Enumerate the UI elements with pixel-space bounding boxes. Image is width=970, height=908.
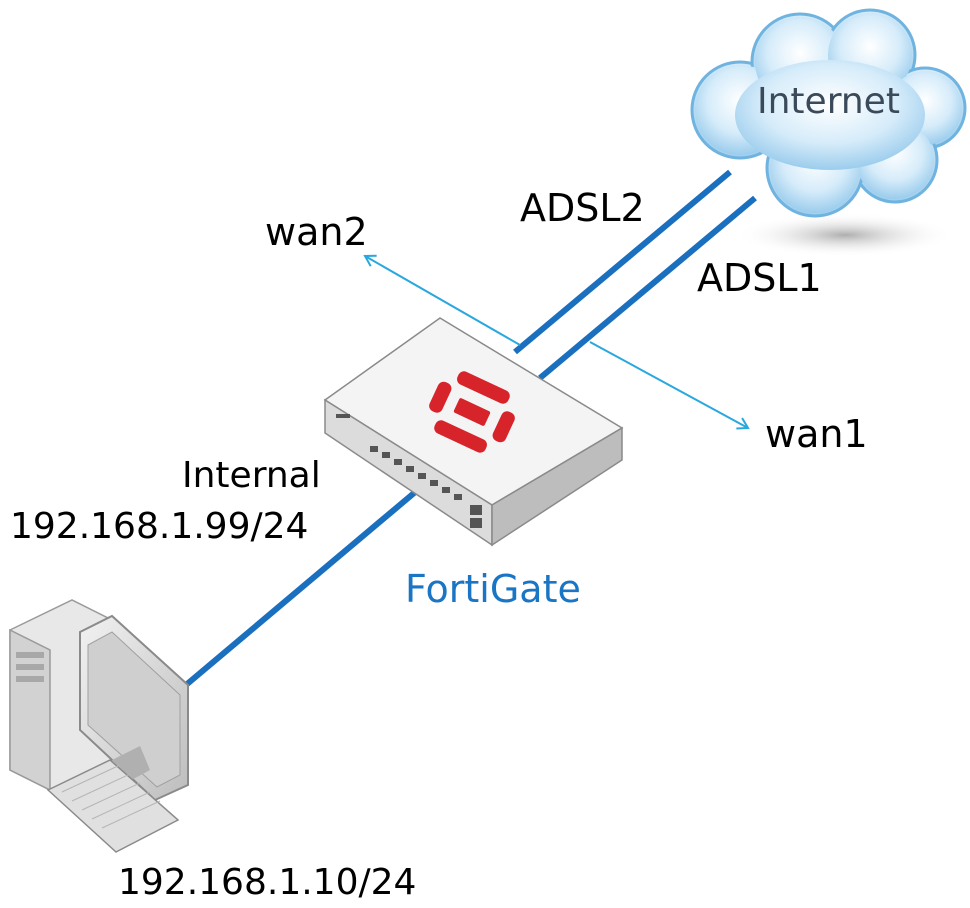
internet-label: Internet	[757, 81, 900, 122]
wan2-arrow	[363, 254, 521, 346]
internal-cable	[178, 485, 422, 693]
wan1-arrow	[589, 341, 750, 430]
fortigate-device-icon	[323, 317, 624, 547]
adsl1-label: ADSL1	[697, 256, 822, 300]
internal-ip-label: 192.168.1.99/24	[10, 506, 309, 547]
adsl2-cable	[513, 169, 732, 355]
wan2-label: wan2	[265, 210, 368, 254]
pc-workstation-icon	[9, 599, 189, 853]
internal-interface-label: Internal	[182, 455, 321, 496]
wan1-label: wan1	[765, 412, 868, 456]
fortinet-logo-icon	[429, 371, 515, 453]
adsl1-cable	[538, 195, 757, 381]
fortigate-label: FortiGate	[405, 567, 581, 611]
internet-cloud-icon	[690, 8, 967, 257]
adsl2-label: ADSL2	[520, 186, 645, 230]
pc-ip-label: 192.168.1.10/24	[118, 862, 417, 903]
